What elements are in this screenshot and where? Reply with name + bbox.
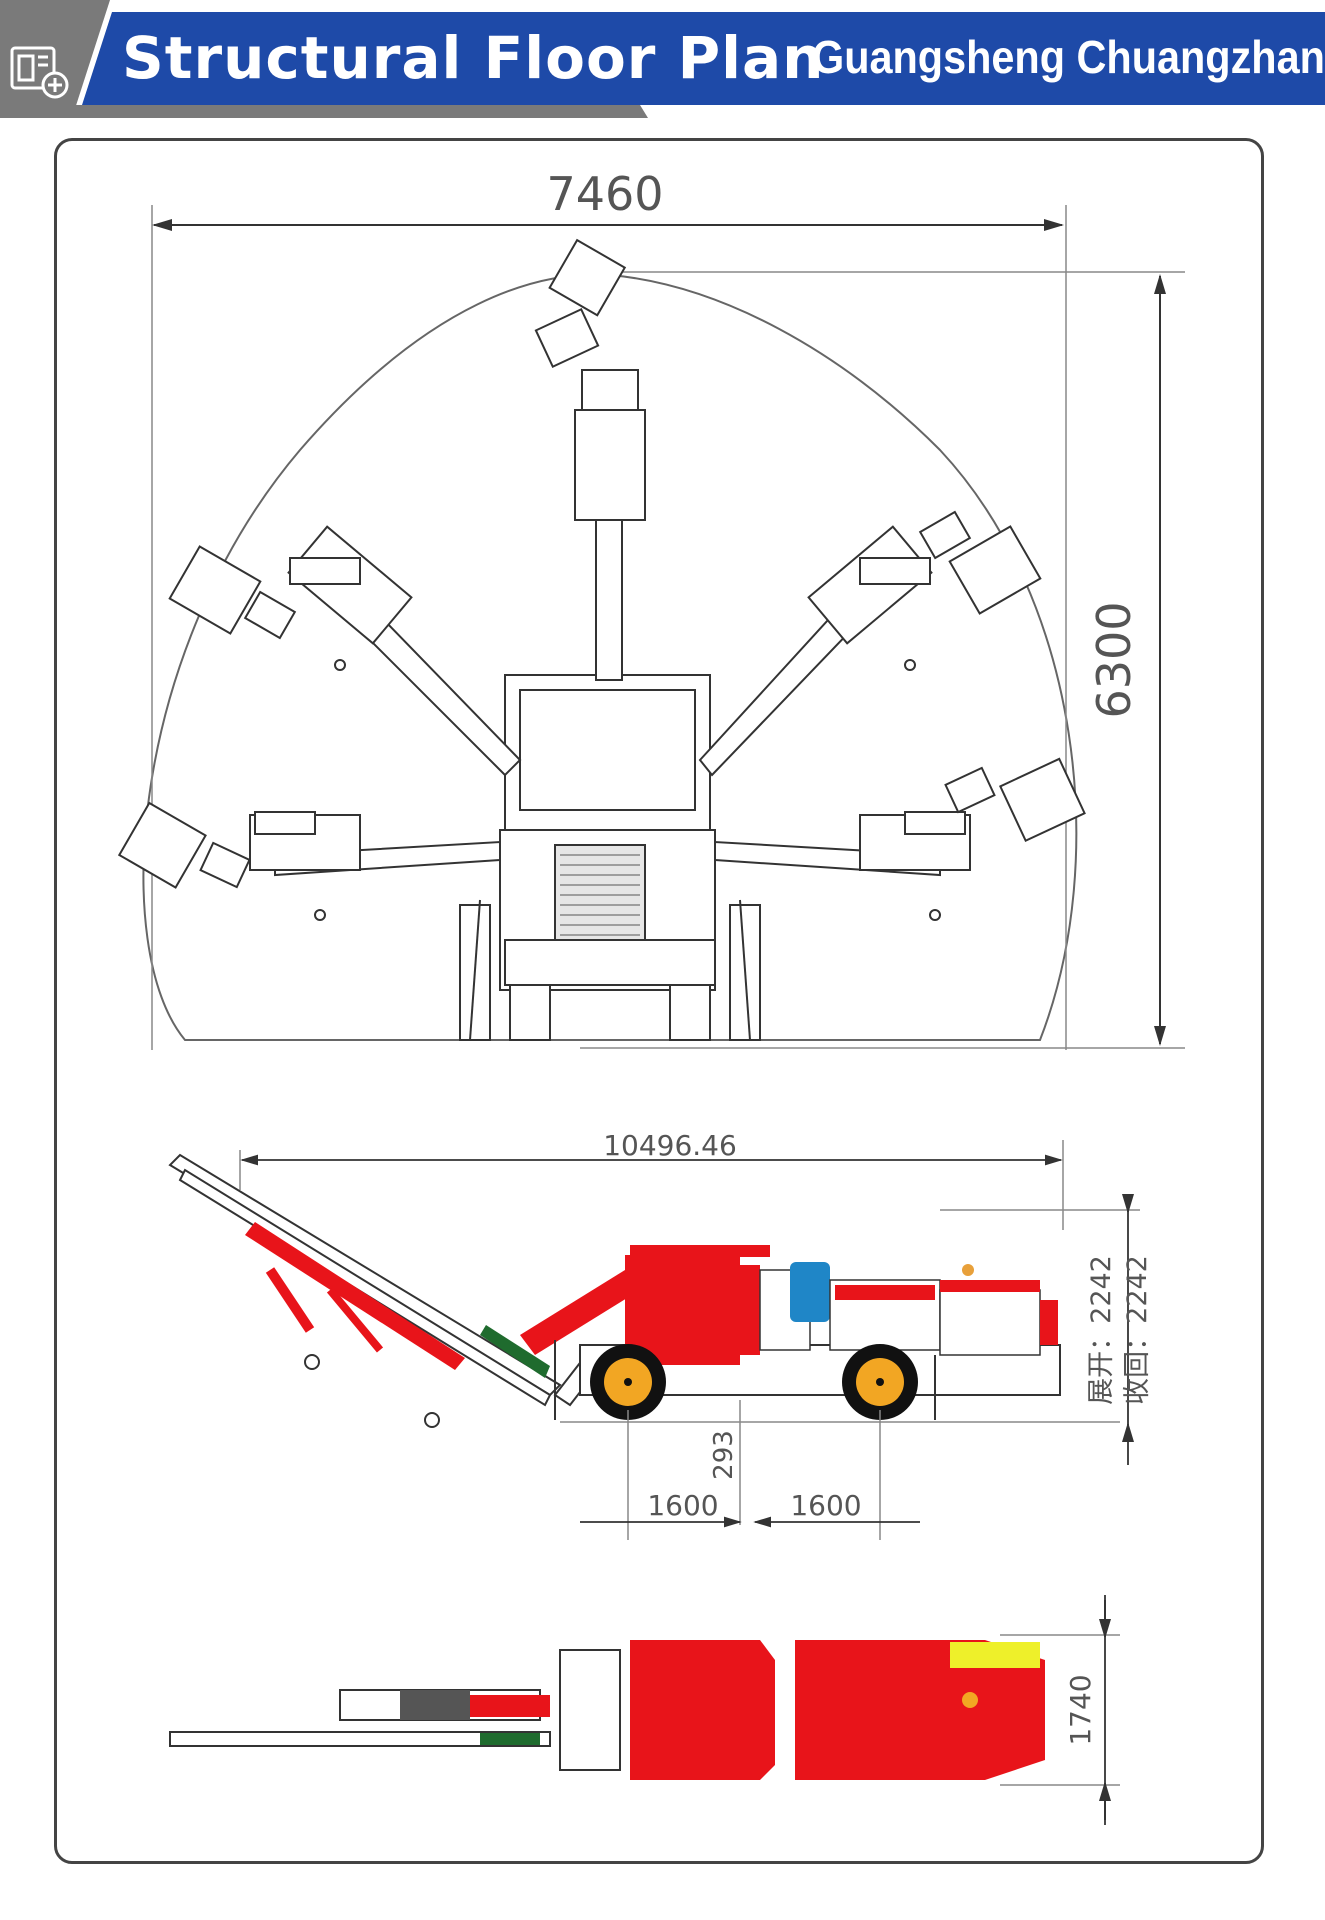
- side-length-dim: 10496.46: [603, 1129, 737, 1162]
- side-chassis: [554, 1245, 1061, 1420]
- brand-name: Guangsheng Chuangzhan: [812, 31, 1325, 83]
- wheel-rear: [842, 1344, 918, 1420]
- top-width-dim: 1740: [1064, 1674, 1097, 1745]
- ground-clearance-dim: 293: [709, 1430, 739, 1480]
- deployed-height-label: 展开：2242: [1086, 1255, 1117, 1405]
- side-view: 10496.46: [168, 1129, 1153, 1540]
- header-banner: Structural Floor Plan Guangsheng Chuangz…: [0, 0, 1325, 120]
- machine-front-body: [459, 674, 761, 1041]
- page-title: Structural Floor Plan: [122, 24, 825, 92]
- front-height-dim: 6300: [1087, 601, 1141, 718]
- wheel-front: [590, 1344, 666, 1420]
- drawing-frame: [54, 138, 1264, 1864]
- upper-left-arm: [168, 525, 522, 777]
- width-dimension: 7460: [151, 167, 1067, 1050]
- lower-right-arm: [714, 757, 1086, 921]
- upper-right-arm: [698, 510, 1042, 777]
- retracted-height-label: 收回：2242: [1122, 1255, 1153, 1405]
- front-view: 7460 6300: [117, 167, 1185, 1050]
- height-dimension: 6300: [580, 271, 1185, 1049]
- wheel-dim-rear: 1600: [790, 1489, 861, 1522]
- front-width-dim: 7460: [546, 167, 663, 221]
- center-boom: [534, 238, 646, 681]
- top-view: 1740: [169, 1595, 1120, 1825]
- drill-mast: [168, 1153, 562, 1428]
- floorplan-add-icon: [10, 46, 69, 99]
- banner-shape: [0, 0, 1325, 118]
- lower-left-arm: [117, 801, 501, 921]
- wheel-dim-front: 1600: [647, 1489, 718, 1522]
